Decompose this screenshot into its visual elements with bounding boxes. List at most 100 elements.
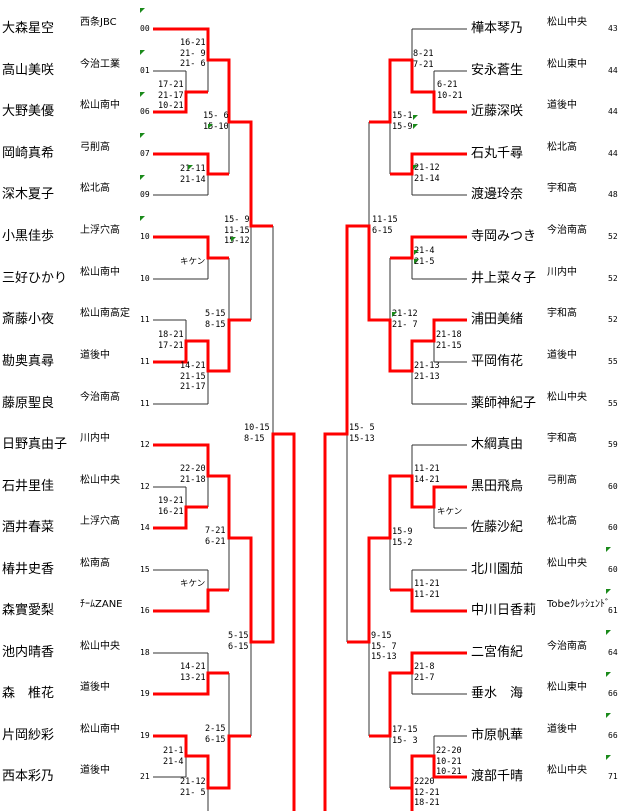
green-flag-icon: [414, 250, 419, 255]
player-name: 浦田美緒: [471, 312, 524, 327]
green-flag-icon: [140, 8, 145, 13]
player-team: 松北高: [80, 183, 110, 194]
player-number: 07: [140, 149, 150, 158]
player-name: 北川園茄: [471, 562, 524, 577]
match-score: 17-21: [158, 340, 184, 351]
player-team: 道後中: [547, 100, 577, 111]
match-score: キケン: [437, 507, 463, 517]
match-score: 15- 7: [371, 641, 397, 652]
match-score: 9-15: [371, 631, 392, 641]
player-number: 59: [608, 440, 618, 449]
player-name: 平岡侑花: [471, 354, 524, 369]
match-score: 21- 9: [180, 48, 206, 59]
player-name: 片岡紗彩: [2, 728, 55, 743]
player-team: 松北高: [547, 142, 577, 153]
match-score: 6-15: [228, 641, 249, 652]
match-score: 10-15: [244, 423, 270, 433]
player-name: 中川日香莉: [471, 603, 537, 618]
player-team: 弓削高: [547, 475, 577, 486]
player-name: 斎藤小夜: [2, 312, 55, 327]
green-flag-icon: [606, 672, 611, 677]
player-team: 松山中央: [547, 558, 587, 569]
match-score: 21-17: [180, 382, 206, 392]
player-number: 43: [608, 24, 618, 33]
player-number: 14: [140, 523, 150, 532]
player-name: 日野真由子: [2, 437, 68, 452]
match-score: 2220: [414, 777, 435, 787]
player-name: 森實愛梨: [2, 603, 55, 618]
player-name: 藤原聖良: [2, 396, 55, 411]
match-score: 13-21: [180, 672, 206, 683]
match-score: 21-17: [158, 90, 184, 101]
player-team: 道後中: [547, 724, 577, 735]
match-score: 21-5: [414, 256, 435, 267]
green-flag-icon: [208, 124, 213, 129]
winner-path-left: [153, 27, 296, 811]
player-name: 近藤深咲: [471, 104, 524, 119]
match-score: 15-2: [392, 537, 413, 548]
match-score: 21-1: [163, 746, 184, 756]
match-score: 21- 6: [180, 59, 206, 69]
player-team: 今治南高: [547, 641, 587, 652]
player-team: 松山中央: [80, 475, 120, 486]
player-name: 大野美優: [2, 104, 55, 119]
player-name: 石丸千尋: [471, 146, 524, 161]
player-name: 薬師神紀子: [471, 396, 537, 411]
match-score: 21-15: [180, 371, 206, 382]
player-team: 松山南中: [80, 724, 120, 735]
player-number: 11: [140, 357, 150, 366]
match-score: 14-21: [414, 474, 440, 485]
player-name: 渡部千晴: [471, 769, 524, 784]
match-score: 5-15: [205, 309, 226, 319]
player-team: 松山南高定: [80, 308, 130, 319]
green-flag-icon: [606, 589, 611, 594]
match-score: 21-13: [414, 361, 440, 371]
player-number: 44: [608, 149, 618, 158]
match-score: 10-21: [436, 767, 462, 777]
match-score: 15- 9: [224, 215, 250, 225]
match-score: 11-21: [414, 589, 440, 600]
player-name: 勘奥真尋: [2, 354, 55, 369]
match-score: 21- 7: [392, 319, 418, 330]
player-number: 00: [140, 24, 150, 33]
player-team: 上浮穴高: [80, 516, 120, 527]
player-number: 15: [140, 565, 150, 574]
match-score: 8-15: [244, 433, 265, 444]
match-score: 21-13: [414, 371, 440, 382]
green-flag-icon: [140, 133, 145, 138]
player-number: 52: [608, 232, 618, 241]
green-flag-icon: [414, 259, 419, 264]
player-team: 上浮穴高: [80, 225, 120, 236]
match-score: 22-20: [180, 464, 206, 474]
player-number: 19: [140, 689, 150, 698]
green-flag-icon: [231, 237, 236, 242]
player-team: 西条JBC: [80, 17, 117, 28]
match-score: 16-21: [158, 506, 184, 517]
player-team: 今治南高: [547, 225, 587, 236]
match-score: 19-21: [158, 496, 184, 506]
player-number: 66: [608, 731, 618, 740]
match-score: 11-15: [372, 215, 398, 225]
match-score: 15-10: [203, 121, 229, 132]
player-number: 61: [608, 606, 618, 615]
match-score: 11-21: [414, 464, 440, 474]
player-team: 川内中: [547, 267, 577, 278]
player-number: 06: [140, 107, 150, 116]
player-team: Tobeｸﾚｯｼｪﾝﾄﾞ: [547, 599, 611, 610]
player-name: 岡崎真希: [2, 146, 55, 161]
match-score: 21-18: [436, 330, 462, 340]
player-name: 渡邊玲奈: [471, 187, 524, 202]
match-score: 21-8: [414, 662, 435, 672]
green-flag-icon: [392, 312, 397, 317]
player-number: 55: [608, 357, 618, 366]
player-number: 11: [140, 315, 150, 324]
player-team: 松南高: [80, 558, 110, 569]
match-score: キケン: [180, 257, 206, 267]
match-score: 15- 5: [349, 423, 375, 433]
player-team: 松山東中: [547, 59, 587, 70]
match-score: 14-21: [180, 361, 206, 371]
match-score: 6-15: [372, 225, 393, 236]
green-flag-icon: [606, 630, 611, 635]
match-score: 12-21: [414, 787, 440, 798]
player-team: 道後中: [80, 350, 110, 361]
